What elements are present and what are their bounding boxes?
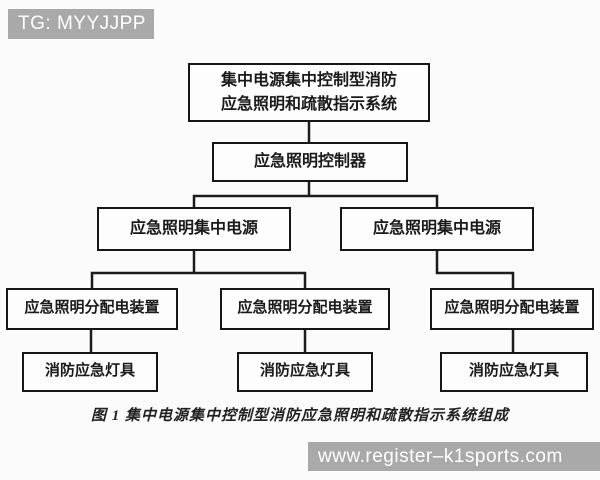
node-lamp-3: 消防应急灯具 (440, 352, 588, 392)
node-system-line2: 应急照明和疏散指示系统 (220, 95, 397, 113)
node-controller: 应急照明控制器 (212, 142, 408, 182)
node-distribution-1: 应急照明分配电装置 (6, 288, 178, 330)
watermark-bottom-right-text: www.register–k1sports.com (318, 445, 563, 467)
node-distribution-1-label: 应急照明分配电装置 (24, 300, 160, 317)
watermark-badge-bottom-right: www.register–k1sports.com (308, 442, 600, 471)
node-distribution-2: 应急照明分配电装置 (220, 288, 390, 330)
node-distribution-2-label: 应急照明分配电装置 (237, 300, 373, 317)
node-cps-left-label: 应急照明集中电源 (129, 220, 258, 238)
node-controller-label: 应急照明控制器 (253, 153, 366, 171)
node-system: 集中电源集中控制型消防 应急照明和疏散指示系统 (188, 63, 430, 122)
node-lamp-3-label: 消防应急灯具 (468, 363, 559, 380)
node-lamp-1: 消防应急灯具 (22, 352, 158, 392)
node-lamp-2: 消防应急灯具 (237, 352, 373, 392)
figure-caption: 图 1 集中电源集中控制型消防应急照明和疏散指示系统组成 (90, 408, 509, 424)
node-lamp-1-label: 消防应急灯具 (44, 363, 135, 380)
node-cps-left: 应急照明集中电源 (97, 207, 291, 251)
node-cps-right: 应急照明集中电源 (340, 207, 534, 251)
watermark-badge-top-left: TG: MYYJJPP (8, 9, 154, 39)
node-cps-right-label: 应急照明集中电源 (372, 220, 501, 238)
node-system-line1: 集中电源集中控制型消防 (220, 72, 397, 90)
node-lamp-2-label: 消防应急灯具 (259, 363, 350, 380)
watermark-top-left-text: TG: MYYJJPP (18, 13, 146, 34)
node-distribution-3: 应急照明分配电装置 (430, 288, 594, 330)
node-distribution-3-label: 应急照明分配电装置 (444, 300, 580, 317)
